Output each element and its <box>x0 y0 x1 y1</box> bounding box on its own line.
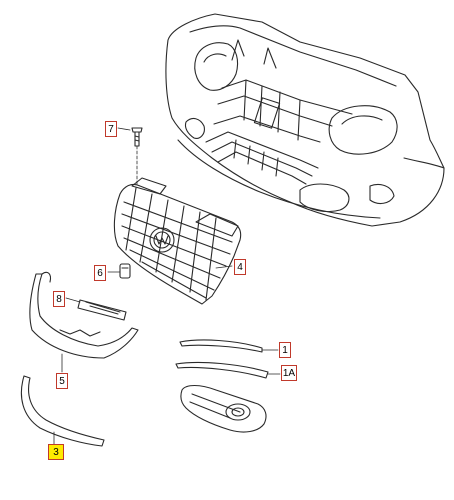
callout-part-5[interactable]: 5 <box>56 373 68 389</box>
callout-part-1[interactable]: 1 <box>279 342 291 358</box>
chrome-strip-part-1 <box>179 339 279 353</box>
callout-part-6[interactable]: 6 <box>94 265 106 281</box>
callout-part-4[interactable]: 4 <box>234 259 246 275</box>
bumper-cover-part-5 <box>29 271 139 373</box>
callout-part-8[interactable]: 8 <box>53 291 65 307</box>
trim-strip-part-8 <box>65 297 127 321</box>
radiator-grille <box>113 177 242 305</box>
callout-part-7[interactable]: 7 <box>105 121 117 137</box>
clip-part-6 <box>107 263 131 279</box>
chrome-strip-part-3 <box>20 375 105 447</box>
fog-lamp-grille <box>180 384 267 433</box>
screw-part-7 <box>131 127 143 187</box>
callout-part-3[interactable]: 3 <box>48 444 64 460</box>
chrome-strip-part-1a <box>175 361 281 379</box>
callout-part-1a[interactable]: 1A <box>281 365 297 381</box>
bumper-assembly <box>165 13 445 227</box>
